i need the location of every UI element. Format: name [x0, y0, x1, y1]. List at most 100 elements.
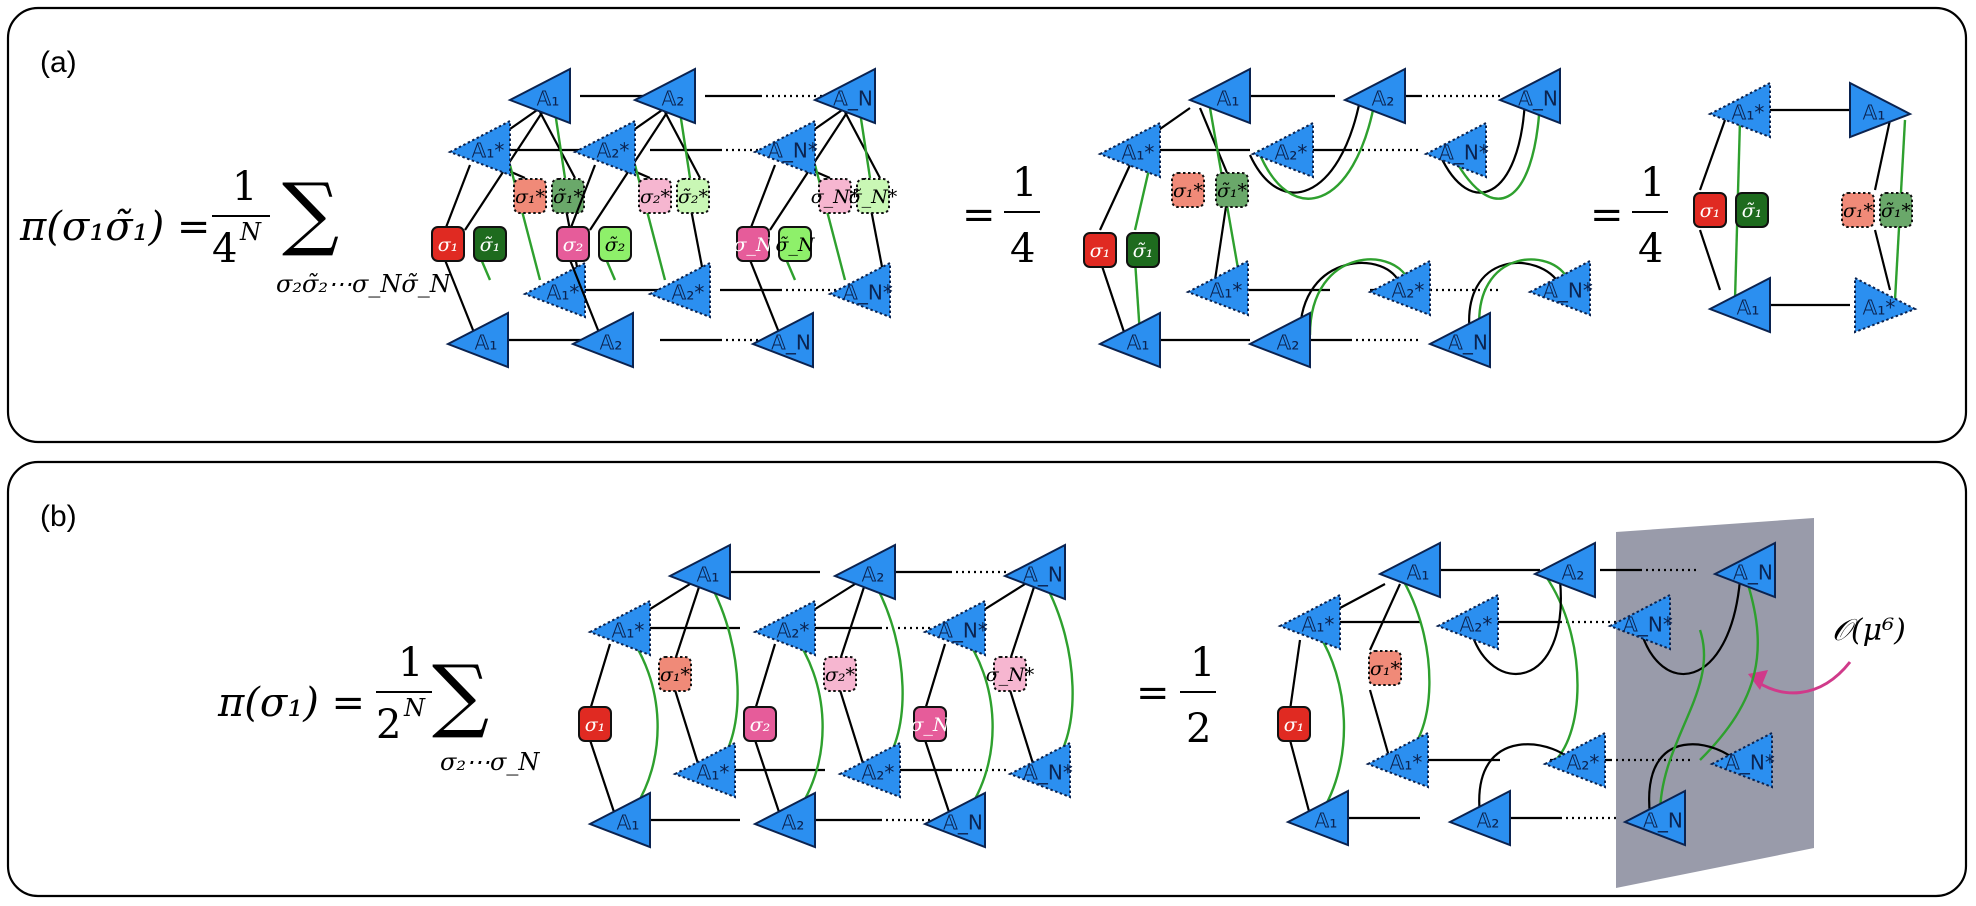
tensor-AN-b-right-lower	[1622, 789, 1686, 847]
lhs-a: π(σ₁σ̃₁) =	[19, 204, 210, 250]
site-s1-b-label: σ₁	[585, 714, 606, 736]
tensor-ANs-b-right-label: 𝔸_N*	[1623, 613, 1673, 637]
tensor-A1s	[447, 119, 511, 177]
site-sN-label: σ_N	[733, 234, 773, 256]
tensor-A2-b-label: 𝔸₂	[862, 563, 885, 587]
tensor-AN-b-lower	[922, 791, 986, 849]
bond-line	[1873, 119, 1892, 191]
site-s1-right-label: σ₁	[1700, 200, 1721, 222]
tensor-A2-lower-label: 𝔸₂	[600, 331, 623, 355]
tensor-A2-mid-lower	[1247, 311, 1311, 369]
tensor-A1-mid-label: 𝔸₁	[1217, 87, 1240, 111]
frac-a3-den: 4	[1638, 226, 1663, 272]
tensor-ANs	[752, 119, 816, 177]
tensor-A2s-b-lower-label: 𝔸₂*	[862, 761, 895, 785]
tensor-A2s-b	[752, 599, 816, 657]
contraction-curve	[1256, 99, 1377, 200]
tensor-ANs-mid	[1423, 121, 1487, 179]
tensor-A2-label: 𝔸₂	[662, 87, 685, 111]
tensor-AN-lower	[750, 311, 814, 369]
frac-b1-den: 2	[376, 702, 401, 748]
tensor-A1s-mid-lower-label: 𝔸₁*	[1210, 279, 1243, 303]
tensor-A2-b-right-lower-label: 𝔸₂	[1477, 809, 1500, 833]
tensor-AN-lower-label: 𝔸_N	[771, 331, 811, 355]
site-s1s-b-right-label: σ₁*	[1370, 658, 1401, 680]
contraction-curve	[1699, 574, 1759, 761]
bond-line	[844, 111, 881, 179]
frac-b2-den: 2	[1186, 706, 1211, 752]
frac-b1-den-exp: N	[403, 694, 426, 722]
bond-line	[1873, 229, 1892, 291]
tensor-A2s-b-label: 𝔸₂*	[777, 619, 810, 643]
tensor-A1-lower-label: 𝔸₁	[475, 331, 498, 355]
tensor-A2s-label: 𝔸₂*	[597, 139, 630, 163]
contraction-curve	[1249, 99, 1362, 194]
tensor-ANs-b-right-lower-label: 𝔸_N*	[1725, 751, 1775, 775]
contraction-curve	[1478, 258, 1572, 336]
bond-line	[539, 111, 576, 179]
tensor-AN-b-right	[1712, 541, 1776, 599]
tensor-AN-b	[1002, 543, 1066, 601]
order-annotation: 𝒪(μ⁶)	[1832, 613, 1906, 648]
bond-line	[1198, 107, 1232, 181]
tensor-A1-lower	[445, 311, 509, 369]
tensor-A2-lower	[570, 311, 634, 369]
site-s1s-right	[1841, 192, 1875, 228]
tensor-AN-b-right-label: 𝔸_N	[1733, 561, 1773, 585]
bond-line	[568, 259, 602, 336]
site-t1s-right	[1879, 192, 1913, 228]
tensor-A1s-right-lower-label: 𝔸₁*	[1863, 296, 1896, 320]
site-s1-b-right-label: σ₁	[1284, 714, 1305, 736]
bond-line	[568, 164, 597, 231]
tensor-A1-right-label: 𝔸₁	[1863, 101, 1886, 125]
tensor-AN	[812, 67, 876, 125]
tensor-A1-label: 𝔸₁	[537, 87, 560, 111]
contraction-curve	[1308, 258, 1412, 336]
tensor-A2s-b-lower	[837, 741, 901, 799]
tensor-A1-right-lower-label: 𝔸₁	[1737, 296, 1760, 320]
tensor-A1-b	[667, 543, 731, 601]
tensor-A2-mid-label: 𝔸₂	[1372, 87, 1395, 111]
tensor-A2-b-lower-label: 𝔸₂	[782, 811, 805, 835]
site-sN	[736, 226, 770, 262]
site-t1s-mid	[1215, 172, 1249, 208]
tensor-AN-b-right-lower-label: 𝔸_N	[1643, 809, 1683, 833]
site-t1s-right-label: σ̃₁*	[1881, 200, 1912, 222]
tensor-AN-label: 𝔸_N	[833, 87, 873, 111]
site-t1	[473, 226, 507, 262]
site-s1s-mid	[1171, 172, 1205, 208]
tensor-A1s-b	[587, 599, 651, 657]
frac-b2-num: 1	[1190, 640, 1215, 686]
bond-line	[443, 164, 472, 231]
bond-line	[1288, 739, 1312, 816]
bond-line	[748, 164, 777, 231]
bond-line	[673, 689, 702, 771]
eq-a3: =	[1590, 192, 1624, 238]
tensor-A1s-right-label: 𝔸₁*	[1732, 101, 1765, 125]
frac-a2-den: 4	[1010, 226, 1035, 272]
site-s1s	[513, 178, 547, 214]
tensor-ANs-label: 𝔸_N*	[768, 139, 818, 163]
tensor-ANs-b-lower-label: 𝔸_N*	[1023, 761, 1073, 785]
site-t2s	[676, 178, 710, 214]
site-s2s	[638, 178, 672, 214]
site-s1s-b	[658, 656, 692, 692]
panel-b-label: (b)	[40, 500, 77, 533]
bond-line	[1133, 164, 1152, 231]
bond-line	[1368, 689, 1392, 761]
tensor-A1-b-lower-label: 𝔸₁	[617, 811, 640, 835]
bond-line	[1008, 689, 1037, 771]
tensor-A2s-lower-label: 𝔸₂*	[672, 281, 705, 305]
contraction-curve-AN	[959, 629, 994, 816]
site-t2-label: σ̃₂	[605, 234, 626, 256]
sum-symbol-a: ∑	[282, 166, 339, 259]
bond-line	[443, 259, 477, 336]
contraction-curve	[1658, 629, 1706, 816]
bond-line	[858, 111, 872, 179]
bond-line	[1288, 639, 1302, 711]
site-tNs-label: σ̃_N*	[849, 186, 898, 208]
tensor-AN-b-label: 𝔸_N	[1023, 563, 1063, 587]
frac-a1-den-exp: N	[239, 218, 262, 246]
tensor-A1-b-right-lower	[1285, 789, 1349, 847]
tensor-A1s-right-lower	[1854, 276, 1918, 334]
